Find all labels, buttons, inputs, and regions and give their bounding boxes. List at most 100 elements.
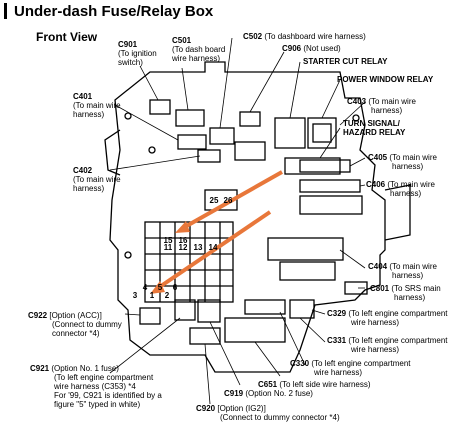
c920-desc-2: (Connect to dummy connector *4) xyxy=(220,413,340,422)
c406-code: C406 xyxy=(366,180,386,189)
label-c401: C401 (To main wire harness) xyxy=(73,92,121,119)
c922-desc-2: (Connect to dummy xyxy=(52,320,122,329)
mount-hole xyxy=(124,251,132,259)
c920-desc-1: [Option (IG2)] xyxy=(217,404,266,413)
turn-signal-line-2: HAZARD RELAY xyxy=(343,128,406,137)
label-c922: C922 [Option (ACC)] (Connect to dummy co… xyxy=(28,311,122,338)
fuse-1-label: 1 xyxy=(150,291,155,300)
highlight-arrows xyxy=(150,170,283,294)
label-c501: C501 (To dash board wire harness) xyxy=(172,36,225,63)
connector-c402 xyxy=(197,149,221,163)
fuse-5-label: 5 xyxy=(158,283,163,292)
label-c402: C402 (To main wire harness) xyxy=(73,166,121,193)
fuse-13-label: 13 xyxy=(194,243,203,252)
c502-desc: (To dashboard wire harness) xyxy=(264,32,366,41)
c919-desc: (Option No. 2 fuse) xyxy=(245,389,313,398)
c801-desc-1: (To SRS main xyxy=(391,284,441,293)
c921-desc-5: figure "5" typed in white) xyxy=(54,400,141,409)
connector-c801 xyxy=(344,281,368,295)
c406-desc-2: harness) xyxy=(390,189,422,198)
c402-code: C402 xyxy=(73,166,93,175)
label-c330: C330 (To left engine compartment wire ha… xyxy=(290,359,411,377)
mount-hole xyxy=(148,146,156,154)
c901-desc-2: switch) xyxy=(118,58,143,67)
c906-desc: (Not used) xyxy=(303,44,341,53)
label-c404: C404 (To main wire harness) xyxy=(368,262,437,280)
c402-desc-1: (To main wire xyxy=(73,175,121,184)
c329-desc-2: wire harness) xyxy=(351,318,400,327)
c404-code: C404 xyxy=(368,262,388,271)
title-bar: Under-dash Fuse/Relay Box xyxy=(4,3,470,25)
connector-c406 xyxy=(299,179,361,193)
fuse-14-label: 14 xyxy=(209,243,218,252)
turn-signal-relay xyxy=(284,157,341,175)
label-c901: C901 (To ignition switch) xyxy=(118,40,157,67)
c405-desc-2: harness) xyxy=(392,162,424,171)
c501-code: C501 xyxy=(172,36,192,45)
page-title: Under-dash Fuse/Relay Box xyxy=(14,3,214,20)
fuse-12-label: 12 xyxy=(179,243,188,252)
c906-code: C906 xyxy=(282,44,302,53)
c801-code: C801 xyxy=(370,284,390,293)
connector-c502 xyxy=(209,127,235,145)
c921-desc-1: (Option No. 1 fuse) xyxy=(51,364,119,373)
c403-desc-2: harness) xyxy=(371,106,403,115)
arrow-1-head xyxy=(175,221,190,233)
label-c329: C329 (To left engine compartment wire ha… xyxy=(327,309,448,327)
c501-desc-1: (To dash board xyxy=(172,45,226,54)
fuse-26-label: 26 xyxy=(224,196,233,205)
c405-code: C405 xyxy=(368,153,388,162)
c920-code: C920 xyxy=(196,404,216,413)
c921-desc-4: For '99, C921 is identified by a xyxy=(54,391,162,400)
c329-code: C329 xyxy=(327,309,347,318)
connector-c503 xyxy=(234,141,266,161)
c651-code: C651 xyxy=(258,380,278,389)
c501-desc-2: wire harness) xyxy=(172,54,221,63)
c404-desc-2: harness) xyxy=(392,271,424,280)
connector-c330 xyxy=(244,299,286,315)
c404-desc-1: (To main wire xyxy=(389,262,437,271)
c403-code: C403 xyxy=(347,97,367,106)
label-c919: C919 (Option No. 2 fuse) xyxy=(224,389,313,398)
c922-code: C922 xyxy=(28,311,48,320)
label-c405: C405 (To main wire harness) xyxy=(368,153,437,171)
connector-c919 xyxy=(197,299,221,323)
view-subtitle: Front View xyxy=(36,30,98,44)
c901-desc-1: (To ignition xyxy=(118,49,157,58)
c921-desc-3: wire harness (C353) *4 xyxy=(54,382,136,391)
starter-cut-relay xyxy=(274,117,306,149)
c801-desc-2: harness) xyxy=(394,293,426,302)
c331-desc-1: (To left engine compartment xyxy=(348,336,448,345)
c329-desc-1: (To left engine compartment xyxy=(348,309,448,318)
c922-desc-3: connector *4) xyxy=(52,329,100,338)
c401-desc-2: harness) xyxy=(73,110,105,119)
label-power-window-relay: POWER WINDOW RELAY xyxy=(337,75,434,84)
fuse-11-label: 11 xyxy=(164,243,173,252)
label-c801: C801 (To SRS main harness) xyxy=(370,284,441,302)
c651-desc: (To left side wire harness) xyxy=(279,380,371,389)
connector-c401 xyxy=(177,134,207,150)
connector-c651 xyxy=(224,317,286,343)
label-c921: C921 (Option No. 1 fuse) (To left engine… xyxy=(30,364,162,409)
connector-c404-inner xyxy=(279,261,336,281)
connector-c405 xyxy=(299,159,351,173)
c403-desc-1: (To main wire xyxy=(368,97,416,106)
connector-c906 xyxy=(239,111,261,127)
label-starter-cut-relay: STARTER CUT RELAY xyxy=(303,57,388,66)
fuse-6-label: 6 xyxy=(173,283,178,292)
label-c403: C403 (To main wire harness) xyxy=(347,97,416,115)
label-c651: C651 (To left side wire harness) xyxy=(258,380,371,389)
c330-desc-1: (To left engine compartment xyxy=(311,359,411,368)
c405-desc-1: (To main wire xyxy=(389,153,437,162)
connector-block xyxy=(299,195,363,215)
fuse-grid xyxy=(144,221,234,303)
c502-code: C502 xyxy=(243,32,263,41)
mount-hole xyxy=(352,114,360,122)
c922-desc-1: [Option (ACC)] xyxy=(49,311,102,320)
mount-hole xyxy=(124,112,132,120)
power-window-relay xyxy=(307,117,337,149)
fuse-2-label: 2 xyxy=(165,291,170,300)
label-turn-signal-relay: TURN SIGNAL/ HAZARD RELAY xyxy=(343,119,405,137)
arrow-1 xyxy=(182,170,283,230)
